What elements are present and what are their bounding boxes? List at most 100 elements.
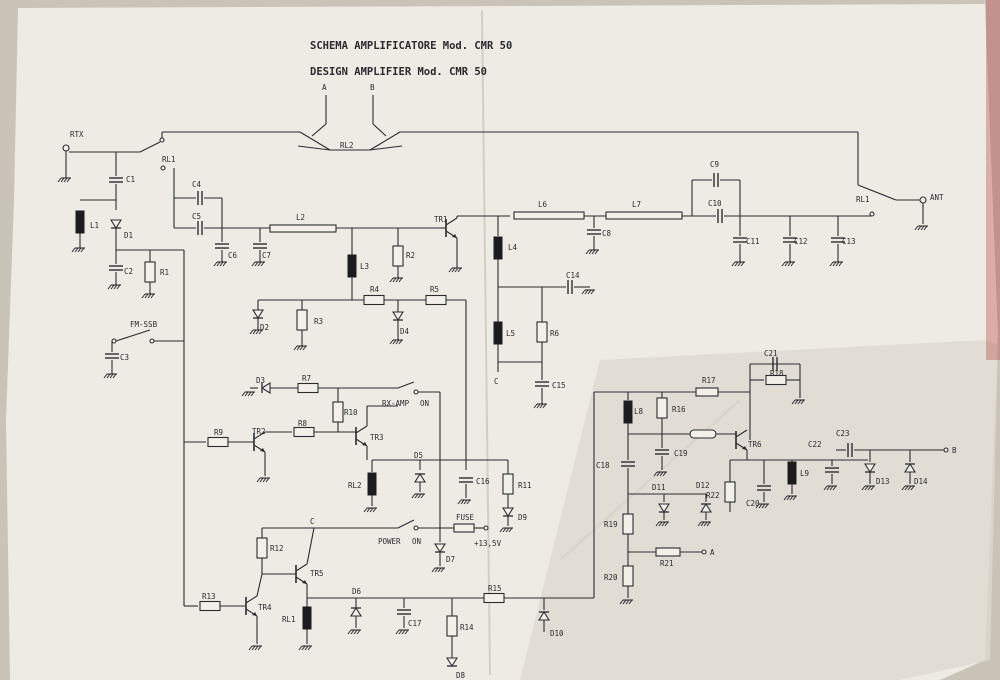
label-r6: R6 [550,329,560,338]
label-l7: L7 [632,200,641,209]
label-d1: D1 [124,231,133,240]
label-c22: C22 [808,440,822,449]
label-r22: R22 [706,491,720,500]
label-c8: C8 [602,229,612,238]
label-d6: D6 [352,587,362,596]
label-r12: R12 [270,544,284,553]
label-rl1-coil: RL1 [282,615,296,624]
label-d12: D12 [696,481,710,490]
label-tr2: TR2 [252,427,266,436]
label-r17: R17 [702,376,716,385]
label-rl2-coil: RL2 [348,481,362,490]
label-d11: D11 [652,483,666,492]
label-c9: C9 [710,160,719,169]
label-tr3: TR3 [370,433,384,442]
label-13-5v: +13,5V [474,539,502,548]
label-r16: R16 [672,405,686,414]
label-c7: C7 [262,251,271,260]
label-d3: D3 [256,376,265,385]
label-l1: L1 [90,221,99,230]
label-c14: C14 [566,271,580,280]
label-d4: D4 [400,327,410,336]
label-c23: C23 [836,429,850,438]
label-d7: D7 [446,555,455,564]
label-rl2-top: RL2 [340,141,354,150]
label-c21: C21 [764,349,778,358]
label-d8: D8 [456,671,466,680]
label-c11: C11 [746,237,760,246]
label-c1: C1 [126,175,135,184]
label-d10: D10 [550,629,564,638]
title-italian: SCHEMA AMPLIFICATORE Mod. CMR 50 [310,40,512,52]
rf-section: RTX RL1 RL2 A B C1 L1 D1 [57,83,944,606]
control-section: FM-SSB C3 D3 R7 RX-AMP ON R10 R9 TR2 [103,320,594,680]
label-c19: C19 [674,449,688,458]
label-on-2: ON [412,537,421,546]
label-c5: C5 [192,212,201,221]
label-power: POWER [378,537,401,546]
label-c16: C16 [476,477,490,486]
label-c-node2: C [310,517,315,526]
label-c2: C2 [124,267,133,276]
label-l3: L3 [360,262,369,271]
label-r2: R2 [406,251,415,260]
label-tr5: TR5 [310,569,324,578]
label-c15: C15 [552,381,566,390]
label-r11: R11 [518,481,532,490]
label-r20: R20 [604,573,618,582]
label-r21: R21 [660,559,674,568]
paper-fold-diag [559,399,741,561]
label-d2: D2 [260,323,269,332]
label-ant: ANT [930,193,944,202]
label-l5: L5 [506,329,515,338]
label-l6: L6 [538,200,548,209]
label-d9: D9 [518,513,527,522]
paper-fold [481,9,491,676]
label-rl1-top: RL1 [162,155,176,164]
label-c17: C17 [408,619,422,628]
label-r8: R8 [298,419,308,428]
label-d13: D13 [876,477,890,486]
label-r5: R5 [430,285,439,294]
label-r10: R10 [344,408,358,417]
label-r18: R18 [770,369,784,378]
label-c20: C20 [746,499,760,508]
label-r19: R19 [604,520,618,529]
label-l8: L8 [634,407,644,416]
label-r13: R13 [202,592,216,601]
label-rl1-right: RL1 [856,195,870,204]
label-c18: C18 [596,461,610,470]
label-rtx: RTX [70,130,84,139]
label-c12: C12 [794,237,808,246]
label-r3: R3 [314,317,323,326]
label-r4: R4 [370,285,380,294]
label-b-top: B [370,83,375,92]
label-c4: C4 [192,180,202,189]
title-english: DESIGN AMPLIFIER Mod. CMR 50 [310,66,487,78]
paper-edge-red [986,0,1000,360]
label-r14: R14 [460,623,474,632]
label-r9: R9 [214,428,223,437]
label-b-out: B [952,446,957,455]
label-l2: L2 [296,213,305,222]
label-rx-amp: RX-AMP [382,399,410,408]
label-c13: C13 [842,237,856,246]
label-tr6: TR6 [748,440,762,449]
label-r1: R1 [160,268,169,277]
label-a-top: A [322,83,327,92]
rx-section: R17 C21 R18 L8 R16 TR6 C19 C18 [593,349,957,605]
label-tr1: TR1 [434,215,448,224]
label-c3: C3 [120,353,129,362]
label-a-out: A [710,548,715,557]
label-c-node1: C [494,377,499,386]
label-d5: D5 [414,451,423,460]
label-c6: C6 [228,251,238,260]
label-d14: D14 [914,477,928,486]
label-l9: L9 [800,469,809,478]
paper-shadow [520,340,998,680]
label-fm-ssb: FM-SSB [130,320,158,329]
label-l4: L4 [508,243,518,252]
label-r15: R15 [488,584,502,593]
label-tr4: TR4 [258,603,272,612]
